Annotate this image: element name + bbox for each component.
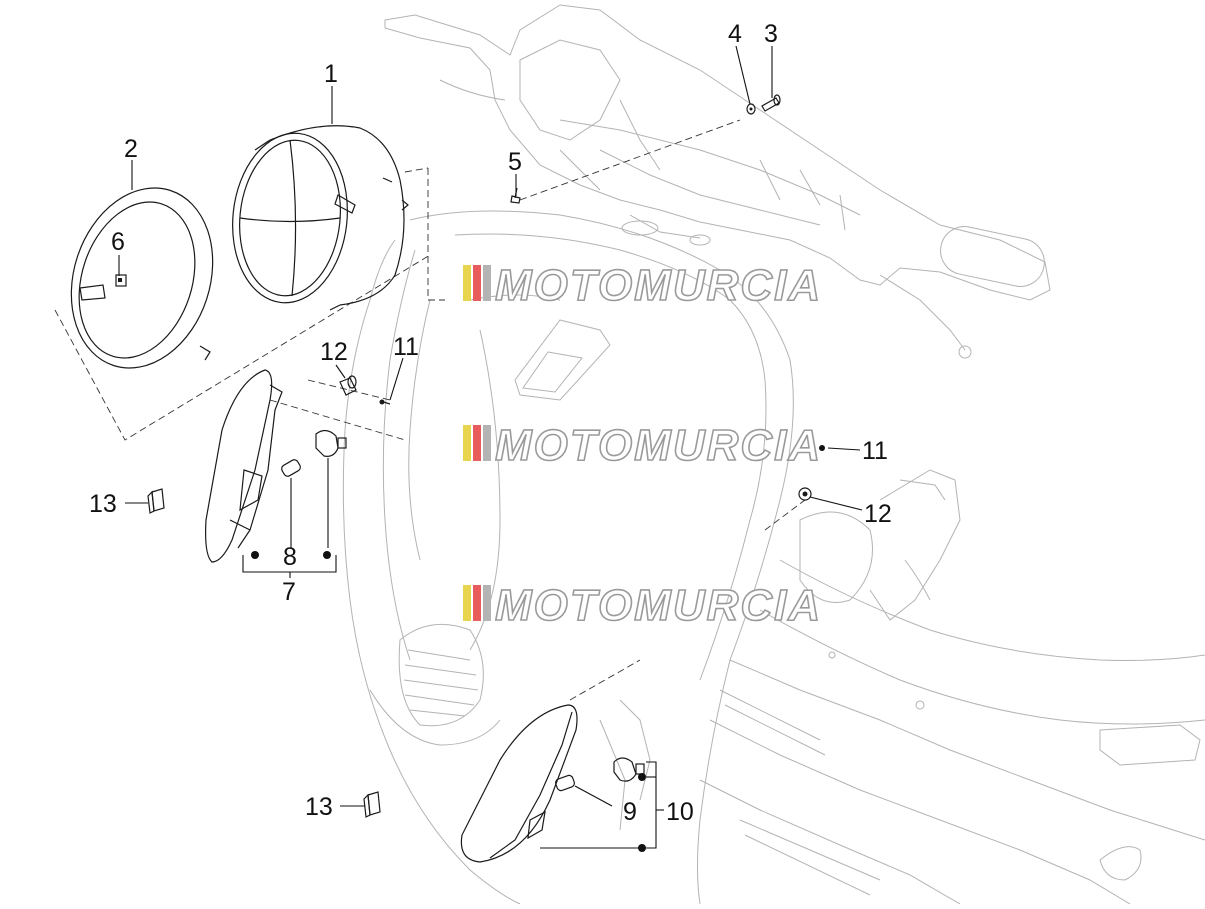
screw-part-11-right — [819, 445, 825, 451]
washer-part-4 — [746, 103, 756, 115]
watermark-text: MOTOMURCIA — [495, 261, 822, 310]
watermark-2: MOTOMURCIA — [463, 420, 822, 471]
leader-lines — [118, 45, 863, 807]
grommet-part-12-upper — [339, 375, 357, 396]
right-bulb-socket — [613, 757, 656, 782]
callout-2: 2 — [124, 135, 138, 163]
watermark-stripe-gray — [483, 425, 491, 461]
bracket-7 — [242, 551, 337, 578]
callout-5: 5 — [508, 148, 522, 176]
watermark-stripe-yellow — [463, 265, 471, 301]
callout-13-lower: 13 — [305, 793, 333, 821]
assembly-dashed-lines — [54, 119, 806, 701]
screw-part-11-upper — [379, 399, 391, 405]
callout-13-upper: 13 — [89, 490, 117, 518]
clip-part-6 — [115, 274, 127, 287]
callout-6: 6 — [111, 228, 125, 256]
watermark-stripe-gray — [483, 265, 491, 301]
callout-10: 10 — [666, 798, 694, 826]
bulb-socket-part — [315, 429, 347, 548]
scooter-body-outline — [342, 4, 1205, 905]
watermark-3: MOTOMURCIA — [463, 580, 822, 631]
bulb-part-8 — [281, 459, 301, 548]
watermark-stripe-red — [473, 425, 481, 461]
callout-7: 7 — [282, 578, 296, 606]
watermark-stripe-yellow — [463, 425, 471, 461]
watermark-1: MOTOMURCIA — [463, 260, 822, 311]
callout-12-right: 12 — [864, 500, 892, 528]
callout-8: 8 — [283, 543, 297, 571]
headlamp-rim-part-2 — [70, 187, 214, 369]
watermark-stripe-red — [473, 585, 481, 621]
right-indicator-part-10 — [460, 704, 578, 863]
watermark-text: MOTOMURCIA — [495, 581, 822, 630]
callout-11-right: 11 — [862, 437, 888, 465]
bulb-part-9 — [555, 774, 613, 807]
watermark-stripe-yellow — [463, 585, 471, 621]
clip-part-13-lower — [363, 791, 381, 818]
callout-11-upper: 11 — [393, 333, 419, 361]
clip-part-13-upper — [147, 488, 165, 514]
screw-part-3 — [761, 94, 781, 112]
headlamp-unit-part-1 — [232, 125, 409, 311]
callout-9: 9 — [623, 798, 637, 826]
left-indicator-part-7 — [205, 369, 283, 563]
callout-4: 4 — [728, 20, 742, 48]
callout-labels: 1 2 3 4 5 6 7 8 9 10 11 11 12 12 13 13 — [89, 20, 892, 826]
callout-1: 1 — [324, 60, 338, 88]
callout-3: 3 — [764, 20, 778, 48]
grommet-part-12-right — [798, 487, 812, 501]
watermark-stripe-red — [473, 265, 481, 301]
callout-12-upper: 12 — [320, 338, 348, 366]
watermark-stripe-gray — [483, 585, 491, 621]
bracket-10 — [540, 761, 664, 852]
watermark-text: MOTOMURCIA — [495, 421, 822, 470]
